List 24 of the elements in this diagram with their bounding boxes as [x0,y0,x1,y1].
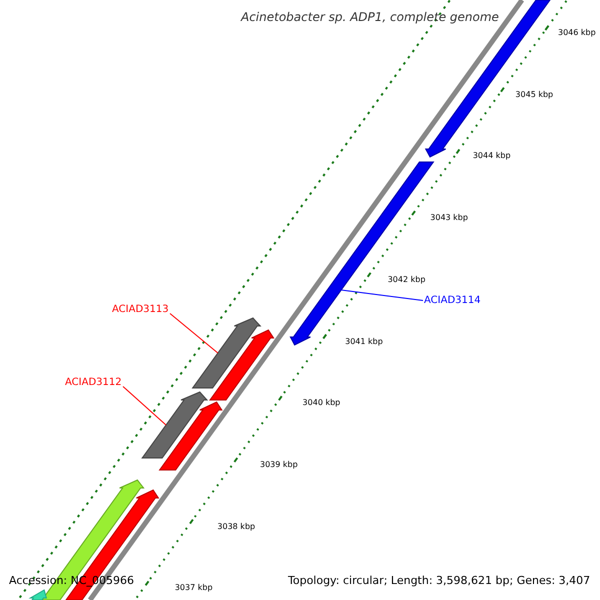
gene-block [192,317,262,388]
tick-label: 3045 kbp [515,90,554,99]
gene-block [141,391,208,458]
gene-block [209,329,275,400]
tick-label: 3042 kbp [388,274,426,284]
leader-line [122,386,166,426]
tick-label: 3040 kbp [302,398,340,408]
tick-label: 3041 kbp [345,336,383,346]
tick-label: 3039 kbp [260,460,298,469]
title: Acinetobacter sp. ADP1, complete genome [241,10,499,24]
tick-label: 3037 kbp [174,583,213,592]
gene-block [65,489,160,600]
gene-label: ACIAD3112 [65,377,122,388]
gene-label: ACIAD3114 [424,295,481,306]
genome-info-text: Topology: circular; Length: 3,598,621 bp; Genes: 3,407 [288,574,590,587]
gene-block [158,401,223,470]
leader-line [340,290,424,301]
tick-label: 3044 kbp [472,151,511,160]
leader-line [170,313,218,354]
gene-block [28,589,48,600]
gene-label: ACIAD3113 [112,304,169,315]
tick-label: 3038 kbp [217,522,256,531]
tick-label: 3046 kbp [558,28,596,37]
tick-label: 3043 kbp [430,213,468,222]
